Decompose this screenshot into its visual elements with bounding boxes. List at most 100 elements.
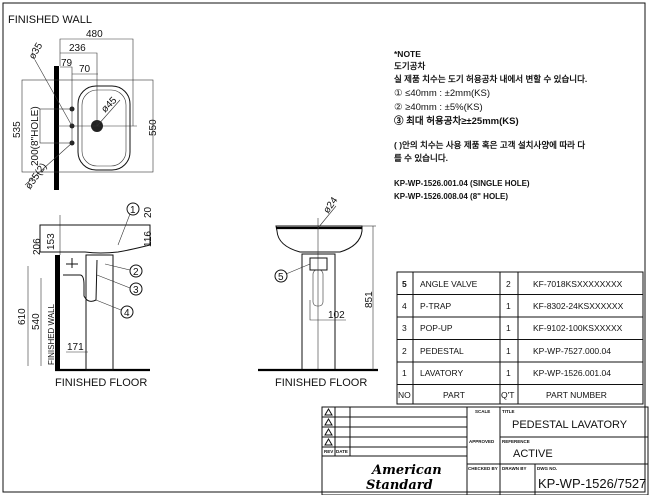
drawn-by-label: DRAWN BY: [502, 466, 527, 471]
side-view: 610 540 FINISHED WALL 206 153 116 20 171…: [17, 202, 154, 389]
dim-851: 851: [364, 291, 375, 308]
model-number: KP-WP-1526.008.04 (8" HOLE): [394, 192, 508, 201]
title-label: TITLE: [502, 409, 515, 414]
finished-wall-label: FINISHED WALL: [8, 14, 92, 26]
svg-text:NO: NO: [398, 390, 411, 400]
parts-table: 5 ANGLE VALVE 2 KF-7018KSXXXXXXXX 4 P-TR…: [396, 271, 644, 405]
svg-text:PART: PART: [443, 390, 465, 400]
dim-236: 236: [69, 43, 86, 54]
callout-4: [120, 305, 134, 319]
note-line: 를 수 있습니다.: [394, 153, 448, 163]
note-line: ② ≥40mm : ±5%(KS): [394, 102, 483, 113]
dim-phi35-2: ø35(2): [23, 161, 49, 191]
svg-text:3: 3: [133, 285, 139, 296]
note-line: ③ 최대 허용공차≥±25mm(KS): [394, 115, 519, 127]
title-block: REV DATE SCALE TITLE PEDESTAL LAVATORY A…: [321, 406, 649, 495]
dim-70: 70: [79, 64, 91, 75]
basin-outline: [21, 79, 154, 173]
top-view: FINISHED WALL 480 236 79 70 ø35 ø45 535 …: [8, 14, 159, 192]
date-label: DATE: [336, 449, 348, 454]
note-line: 실 제품 치수는 도기 허용공차 내에서 변할 수 있습니다.: [394, 74, 587, 84]
notes: *NOTE 도기공차 실 제품 치수는 도기 허용공차 내에서 변할 수 있습니…: [394, 49, 587, 201]
note-line: ( )안의 치수는 사용 제품 혹은 고객 설치사양에 따라 다: [394, 140, 585, 150]
dim-79: 79: [61, 58, 73, 69]
dim-480: 480: [86, 29, 103, 40]
dim-116: 116: [143, 231, 154, 247]
svg-text:KF-8302-24KSXXXXXX: KF-8302-24KSXXXXXX: [533, 301, 624, 311]
reference-label: REFERENCE: [502, 439, 530, 444]
svg-text:1: 1: [506, 346, 511, 356]
callout-5: [274, 269, 288, 283]
wall-section: [55, 255, 60, 370]
callout-3: [129, 282, 143, 296]
callout-1: [126, 202, 140, 216]
table-row: 1 LAVATORY 1 KP-WP-1526.001.04: [402, 368, 611, 378]
table-header: NO PART Q'T PART NUMBER: [398, 390, 607, 400]
svg-text:5: 5: [402, 279, 407, 289]
svg-text:1: 1: [506, 301, 511, 311]
checked-by-label: CHECKED BY: [468, 466, 498, 471]
svg-text:ANGLE VALVE: ANGLE VALVE: [420, 279, 478, 289]
p-trap: [63, 259, 98, 302]
approved-label: APPROVED: [469, 439, 495, 444]
svg-text:4: 4: [402, 301, 407, 311]
svg-text:PEDESTAL: PEDESTAL: [420, 346, 464, 356]
table-row: 5 ANGLE VALVE 2 KF-7018KSXXXXXXXX: [402, 279, 623, 289]
revision-triangles: [324, 408, 333, 446]
dim-153: 153: [46, 233, 57, 250]
svg-text:2: 2: [506, 279, 511, 289]
finished-floor-label-front: FINISHED FLOOR: [275, 377, 367, 389]
note-line: ① ≤40mm : ±2mm(KS): [394, 88, 490, 99]
table-row: 3 POP-UP 1 KF-9102-100KSXXXXX: [402, 323, 623, 333]
svg-text:Q'T: Q'T: [501, 390, 514, 400]
note-subheading: 도기공차: [394, 61, 425, 71]
callout-2: [129, 264, 143, 278]
svg-text:LAVATORY: LAVATORY: [420, 368, 463, 378]
table-row: 2 PEDESTAL 1 KP-WP-7527.000.04: [402, 346, 611, 356]
dim-540: 540: [31, 313, 42, 330]
reference-value: ACTIVE: [513, 448, 553, 460]
basin-front: [275, 225, 363, 253]
scale-label: SCALE: [475, 409, 490, 414]
american-standard-logo: American Standard: [366, 463, 442, 493]
basin-profile: [39, 224, 151, 254]
dim-550: 550: [148, 119, 159, 136]
svg-text:5: 5: [278, 272, 284, 283]
dim-206: 206: [32, 238, 43, 255]
model-number: KP-WP-1526.001.04 (SINGLE HOLE): [394, 179, 530, 188]
dim-200-8-hole: 200(8"HOLE): [30, 106, 41, 166]
wall: [54, 66, 59, 190]
dim-171: 171: [67, 342, 84, 353]
svg-text:3: 3: [402, 323, 407, 333]
svg-text:1: 1: [130, 205, 136, 216]
svg-text:PART NUMBER: PART NUMBER: [546, 390, 607, 400]
dwg-number: KP-WP-1526/7527: [538, 476, 646, 491]
dim-102: 102: [328, 310, 345, 321]
dim-phi35: ø35: [27, 41, 45, 62]
front-view: 851 ø24 102 5 FINISHED FLOOR: [258, 195, 378, 389]
bowl-inner: [81, 89, 127, 167]
dim-535: 535: [12, 121, 23, 138]
finished-wall-vertical-label: FINISHED WALL: [47, 303, 56, 365]
bowl-outer: [77, 85, 131, 171]
svg-text:2: 2: [402, 346, 407, 356]
svg-text:P-TRAP: P-TRAP: [420, 301, 452, 311]
dim-610: 610: [17, 308, 28, 325]
dwg-no-label: DWG NO.: [537, 466, 557, 471]
pedestal-profile: [85, 254, 114, 371]
svg-text:1: 1: [402, 368, 407, 378]
finished-floor-label-side: FINISHED FLOOR: [55, 377, 147, 389]
svg-text:2: 2: [133, 267, 139, 278]
dim-phi45: ø45: [99, 95, 119, 115]
svg-text:POP-UP: POP-UP: [420, 323, 453, 333]
note-heading: *NOTE: [394, 49, 421, 59]
svg-text:1: 1: [506, 323, 511, 333]
rev-label: REV: [324, 449, 333, 454]
svg-text:American: American: [370, 463, 442, 478]
svg-text:KF-7018KSXXXXXXXX: KF-7018KSXXXXXXXX: [533, 279, 623, 289]
svg-text:KF-9102-100KSXXXXX: KF-9102-100KSXXXXX: [533, 323, 623, 333]
drawing-title: PEDESTAL LAVATORY: [512, 419, 628, 431]
svg-text:4: 4: [124, 308, 130, 319]
